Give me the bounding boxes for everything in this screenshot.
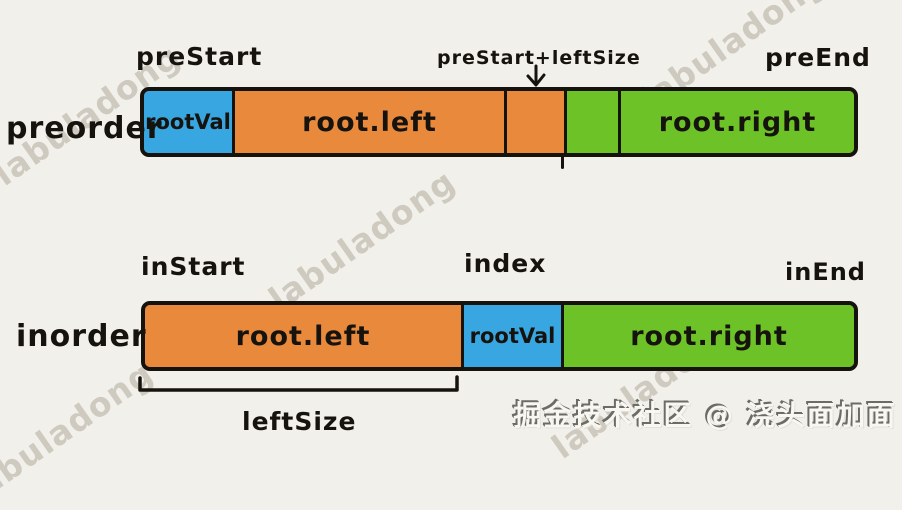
preend-pointer-label: preEnd bbox=[765, 43, 871, 72]
prestart-plus-leftsize-pointer-label: preStart+leftSize bbox=[437, 47, 641, 69]
inend-pointer-label: inEnd bbox=[785, 258, 866, 286]
index-pointer-label: index bbox=[464, 249, 547, 278]
preorder-root-right-segment: root.right bbox=[618, 91, 854, 153]
divider-overshoot-mark bbox=[561, 155, 564, 169]
inorder-row-label: inorder bbox=[16, 319, 147, 354]
inorder-root-left-segment: root.left bbox=[145, 305, 461, 367]
instart-pointer-label: inStart bbox=[141, 252, 246, 281]
inorder-rootval-segment: rootVal bbox=[461, 305, 561, 367]
leftsize-measure-bracket bbox=[138, 375, 459, 392]
prestart-pointer-label: preStart bbox=[136, 42, 263, 71]
preorder-row-label: preorder bbox=[6, 111, 163, 146]
inorder-root-right-segment: root.right bbox=[561, 305, 854, 367]
watermark-text: labuladong bbox=[261, 161, 463, 319]
community-credit-text: 掘金技术社区 @ 浇头面加面 bbox=[513, 399, 897, 432]
preorder-root-left-segment: root.left bbox=[232, 91, 504, 153]
leftsize-label: leftSize bbox=[242, 407, 357, 436]
down-arrow-icon bbox=[526, 64, 546, 87]
preorder-left-last-cell bbox=[504, 91, 564, 153]
preorder-array-bar: rootVal root.left root.right bbox=[140, 87, 858, 157]
preorder-right-first-cell bbox=[564, 91, 618, 153]
inorder-array-bar: root.left rootVal root.right bbox=[141, 301, 858, 371]
preorder-rootval-segment: rootVal bbox=[144, 91, 232, 153]
